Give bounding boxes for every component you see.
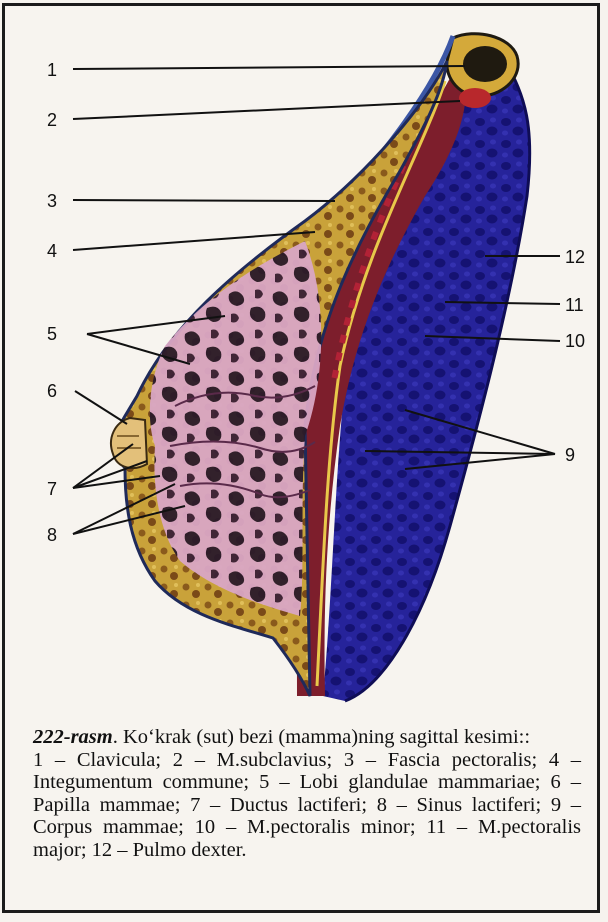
figure-frame: 1 2 3 4 5 6 7 8 9 10 11 12 222-rasm. Ko‘…: [2, 3, 600, 913]
figure-caption: 222-rasm. Ko‘krak (sut) bezi (mamma)ning…: [33, 726, 581, 861]
label-12: 12: [565, 247, 585, 267]
label-2: 2: [47, 110, 57, 130]
label-11: 11: [565, 295, 584, 315]
label-5: 5: [47, 324, 57, 344]
papilla-mammae: [111, 418, 147, 468]
label-8: 8: [47, 525, 57, 545]
label-7: 7: [47, 479, 57, 499]
caption-title: 222-rasm: [33, 726, 113, 748]
label-9: 9: [565, 445, 575, 465]
label-1: 1: [47, 60, 57, 80]
caption-title-rest: . Ko‘krak (sut) bezi (mamma)ning sagitta…: [113, 726, 530, 748]
breast-sagittal-section: 1 2 3 4 5 6 7 8 9 10 11 12: [5, 6, 603, 718]
label-6: 6: [47, 381, 57, 401]
caption-legend: 1 – Clavicula; 2 – M.subclavius; 3 – Fas…: [33, 749, 581, 861]
label-3: 3: [47, 191, 57, 211]
anatomy-illustration: 1 2 3 4 5 6 7 8 9 10 11 12: [5, 6, 603, 718]
label-4: 4: [47, 241, 57, 261]
label-10: 10: [565, 331, 585, 351]
